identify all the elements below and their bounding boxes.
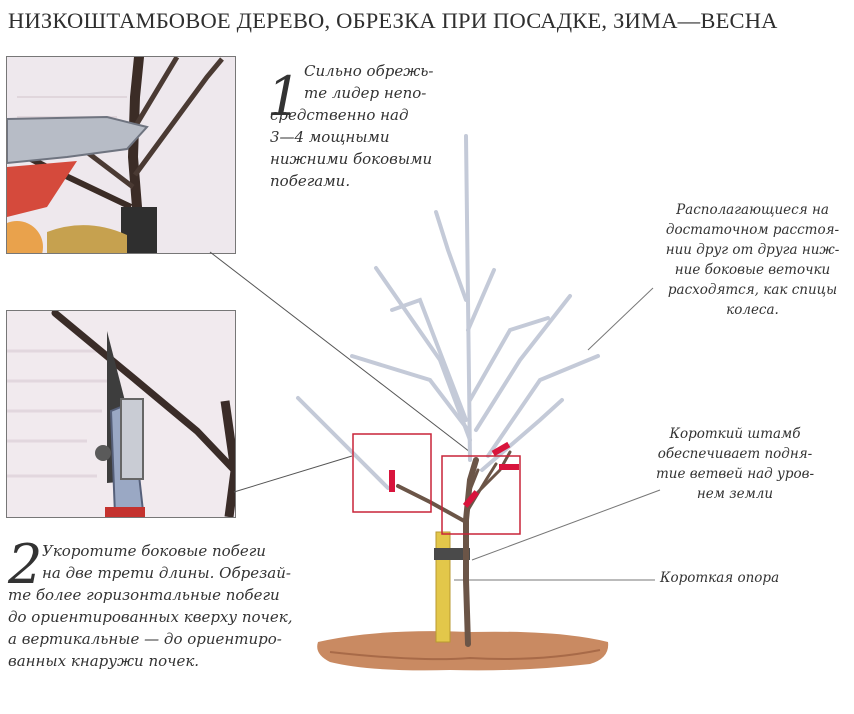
step-2-text: Укоротите боковые побеги на две трети дл… bbox=[8, 540, 292, 672]
annotation-line: нем земли bbox=[696, 486, 774, 502]
stake-tie bbox=[434, 548, 470, 560]
page-title: НИЗКОШТАМБОВОЕ ДЕРЕВО, ОБРЕЗКА ПРИ ПОСАД… bbox=[8, 8, 778, 33]
photo-shorten-shoots bbox=[6, 310, 236, 518]
leader-line-trunk bbox=[471, 489, 661, 561]
cut-marks bbox=[389, 441, 519, 508]
leader-line-photo2 bbox=[233, 455, 353, 493]
pruning-shears-photo-icon bbox=[7, 311, 235, 517]
step-1-number: 1 bbox=[267, 65, 302, 128]
step-2-line: Укоротите боковые побеги bbox=[42, 542, 266, 560]
cut-mark bbox=[389, 470, 395, 492]
annotation-line: достаточном расстоя- bbox=[665, 222, 840, 238]
step-2-number: 2 bbox=[8, 533, 43, 596]
annotation-branches: Располагающиеся на достаточном расстоя- … bbox=[655, 200, 850, 320]
step-1-line: средственно над bbox=[270, 106, 409, 124]
cut-mark bbox=[491, 441, 511, 457]
step-2-line: на две трети длины. Обрезай- bbox=[42, 564, 291, 582]
detail-box-side-shoot bbox=[352, 433, 432, 513]
pruning-shears-photo-icon bbox=[7, 57, 235, 253]
photo-cut-leader bbox=[6, 56, 236, 254]
annotation-line: расходятся, как спицы bbox=[667, 282, 838, 298]
step-1-line: Сильно обрежь- bbox=[304, 62, 434, 80]
step-1-line: побегами. bbox=[270, 172, 351, 190]
step-2-line: ванных кнаружи почек. bbox=[8, 652, 200, 670]
annotation-line: Короткий штамб bbox=[669, 426, 801, 442]
annotation-line: колеса. bbox=[726, 302, 779, 318]
tree-trunk bbox=[396, 450, 512, 647]
step-2-line: а вертикальные — до ориентиро- bbox=[8, 630, 282, 648]
annotation-stake: Короткая опора bbox=[660, 570, 780, 586]
annotation-line: нии друг от друга ниж- bbox=[665, 242, 840, 258]
step-1-text: Сильно обрежь- те лидер непо- средственн… bbox=[258, 60, 434, 192]
soil-shadow bbox=[329, 649, 601, 661]
step-1-line: 3—4 мощными bbox=[270, 128, 390, 146]
annotation-line: Располагающиеся на bbox=[676, 202, 829, 218]
detail-box-leader bbox=[441, 455, 521, 535]
annotation-line: ние боковые веточки bbox=[674, 262, 831, 278]
leader-line-branches bbox=[587, 287, 654, 351]
annotation-trunk: Короткий штамб обеспечивает подня- тие в… bbox=[655, 424, 815, 504]
step-2-line: те более горизонтальные побеги bbox=[8, 586, 280, 604]
leader-line-photo1 bbox=[209, 251, 471, 453]
cut-mark bbox=[499, 464, 519, 470]
step-1-line: нижними боковыми bbox=[270, 150, 433, 168]
annotation-line: тие ветвей над уров- bbox=[655, 466, 815, 482]
soil-mound bbox=[317, 631, 609, 671]
step-1-line: те лидер непо- bbox=[304, 84, 427, 102]
support-stake bbox=[435, 531, 451, 643]
step-2-line: до ориентированных кверху почек, bbox=[8, 608, 293, 626]
annotation-line: обеспечивает подня- bbox=[657, 446, 813, 462]
cut-mark bbox=[462, 490, 480, 508]
